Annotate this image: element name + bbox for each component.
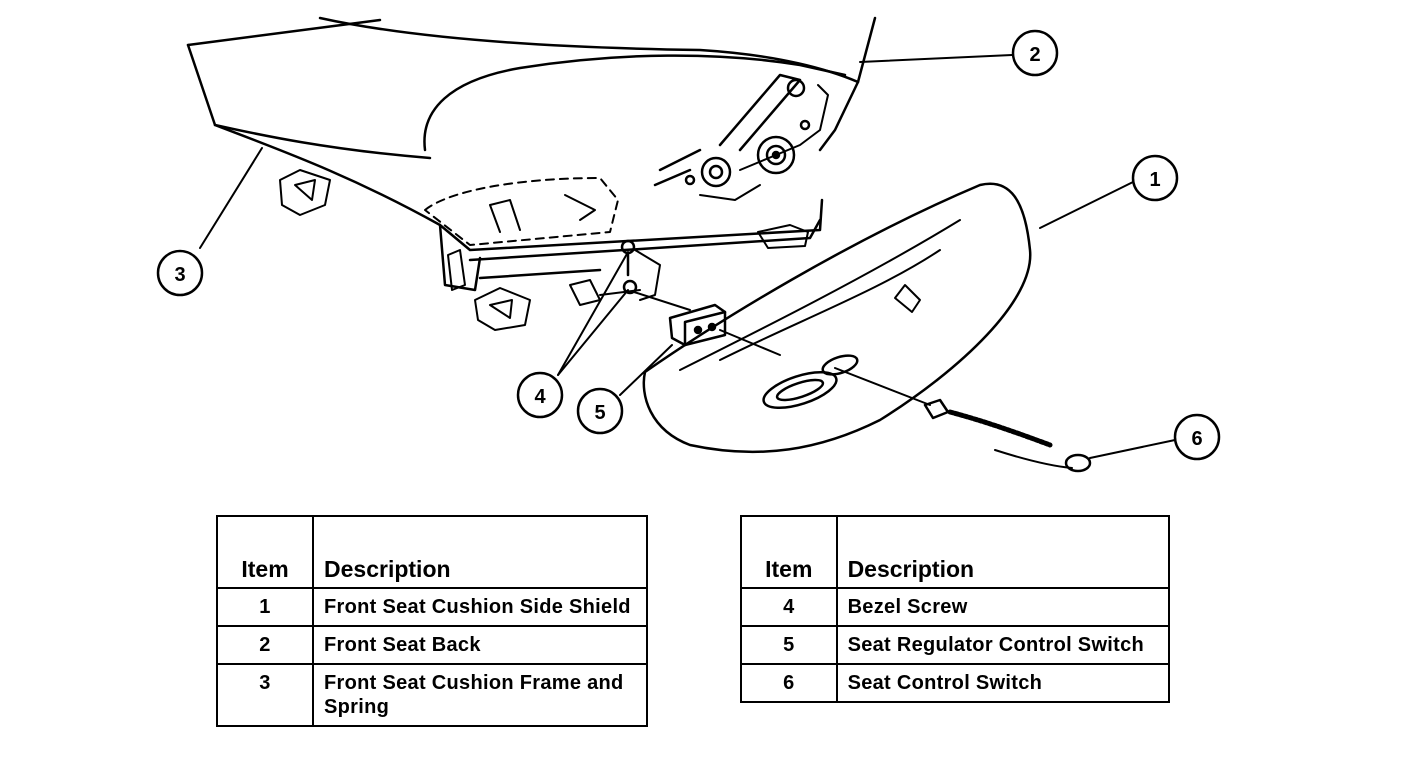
item-column-header: Item — [215, 515, 315, 589]
seat-regulator-control-switch — [569, 249, 781, 356]
item-number: 5 — [740, 625, 838, 665]
seat-regulator-mechanism — [653, 73, 829, 201]
item-column-header: Item — [740, 515, 838, 589]
legend-header-row: Item Description — [215, 515, 648, 589]
item-number: 3 — [215, 663, 315, 727]
legend-row: 5 Seat Regulator Control Switch — [740, 625, 1171, 665]
item-description: Seat Regulator Control Switch — [835, 625, 1171, 665]
legend-row: 2 Front Seat Back — [215, 625, 648, 665]
front-seat-cushion-frame — [186, 18, 824, 331]
legend-row: 1 Front Seat Cushion Side Shield — [215, 587, 648, 627]
legend-row: 3 Front Seat Cushion Frame and Spring — [215, 663, 648, 727]
description-column-header: Description — [312, 515, 648, 589]
svg-text:5: 5 — [594, 402, 605, 424]
legend-table-right: Item Description 4 Bezel Screw 5 Seat Re… — [740, 515, 1171, 703]
item-description: Front Seat Cushion Frame and Spring — [312, 663, 648, 727]
front-seat-cushion-side-shield — [642, 182, 1032, 454]
svg-text:3: 3 — [174, 264, 185, 286]
item-number: 4 — [740, 587, 838, 627]
legend-header-row: Item Description — [740, 515, 1171, 589]
legend-table-left: Item Description 1 Front Seat Cushion Si… — [215, 515, 648, 727]
bezel-screws — [620, 239, 691, 311]
callout-4: 4 — [516, 371, 564, 419]
svg-text:4: 4 — [534, 386, 546, 408]
item-number: 1 — [215, 587, 315, 627]
svg-text:6: 6 — [1191, 428, 1202, 450]
item-description: Seat Control Switch — [835, 663, 1171, 703]
seat-control-switch — [834, 367, 1092, 473]
seat-exploded-diagram: 1 2 3 4 5 6 — [156, 16, 1221, 473]
item-description: Front Seat Back — [312, 625, 648, 665]
callout-6: 6 — [1173, 413, 1221, 461]
leader-lines — [199, 54, 1176, 459]
item-description: Front Seat Cushion Side Shield — [312, 587, 648, 627]
item-number: 2 — [215, 625, 315, 665]
callout-5: 5 — [576, 387, 624, 435]
callout-1: 1 — [1131, 154, 1179, 202]
item-number: 6 — [740, 663, 838, 703]
description-column-header: Description — [835, 515, 1171, 589]
callout-2: 2 — [1011, 29, 1059, 77]
item-description: Bezel Screw — [835, 587, 1171, 627]
legend-row: 4 Bezel Screw — [740, 587, 1171, 627]
svg-text:2: 2 — [1029, 44, 1040, 66]
callout-3: 3 — [156, 249, 204, 297]
legend-row: 6 Seat Control Switch — [740, 663, 1171, 703]
svg-text:1: 1 — [1149, 169, 1160, 191]
front-seat-back — [318, 16, 877, 152]
